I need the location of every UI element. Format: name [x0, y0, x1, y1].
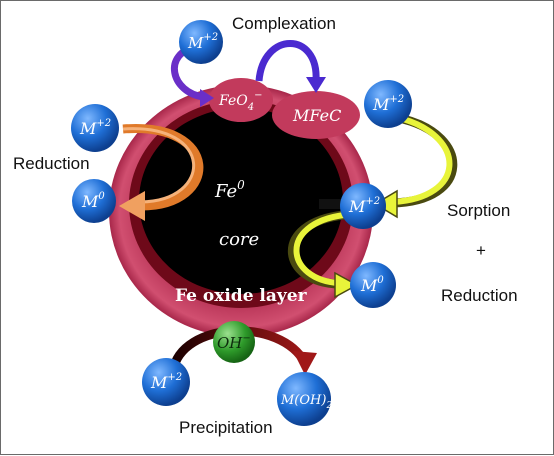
oxide-layer-label: Fe oxide layer: [175, 286, 308, 306]
hydroxide-label: OH−: [217, 333, 251, 352]
sorption-arrow-top: [392, 114, 458, 208]
mfec-ellipse: [272, 91, 360, 139]
feo4-ellipse: [209, 78, 273, 122]
label-plus: +: [476, 241, 486, 260]
hydroxide-ion: [213, 321, 255, 363]
reduction-arrowhead: [119, 191, 145, 221]
ion-m0-sorption: M0: [350, 262, 396, 308]
ion-m2-sorption-top: M+2: [364, 80, 412, 128]
label-precipitation: Precipitation: [179, 418, 273, 437]
svg-text:M+2: M+2: [150, 372, 182, 392]
core-label-core: core: [219, 229, 259, 250]
precipitation-arrowhead: [293, 351, 317, 375]
label-sorption: Sorption: [447, 201, 510, 220]
svg-text:M+2: M+2: [187, 32, 218, 52]
svg-text:M+2: M+2: [348, 196, 380, 216]
mfec-label: MFeC: [292, 106, 341, 125]
sorption-arrowhead-bottom: [334, 271, 359, 299]
sorption-arrow-top-fill: [392, 116, 453, 205]
sorption-arrow-bottom-fill: [293, 212, 345, 286]
complexation-arrow-right: [255, 40, 320, 82]
svg-text:M(OH)2: M(OH)2: [280, 393, 332, 411]
ion-m0-reduction: M0: [72, 179, 116, 223]
ion-moh2: M(OH)2: [277, 372, 332, 426]
ion-m2-reduction: M+2: [71, 104, 119, 152]
svg-text:M0: M0: [360, 275, 384, 295]
svg-text:M0: M0: [81, 191, 105, 211]
label-complexation: Complexation: [232, 14, 336, 33]
label-reduction-right: Reduction: [441, 286, 518, 305]
ion-m2-complexation: M+2: [179, 20, 223, 64]
reduction-arrow-highlight: [122, 127, 195, 204]
ion-m2-sorbed: M+2: [340, 183, 386, 229]
svg-text:M+2: M+2: [372, 94, 404, 114]
core-label-fe0: Fe0: [214, 178, 245, 202]
label-reduction-left: Reduction: [13, 154, 90, 173]
sorption-arrowhead-top: [373, 189, 398, 219]
complexation-arrowhead-left: [200, 89, 214, 107]
complexation-arrowhead-right: [306, 77, 326, 93]
sorption-site-bar: [319, 199, 343, 209]
svg-text:M+2: M+2: [79, 118, 111, 138]
feo4-label: FeO4−: [218, 90, 262, 113]
ion-m2-precipitation: M+2: [142, 358, 190, 406]
